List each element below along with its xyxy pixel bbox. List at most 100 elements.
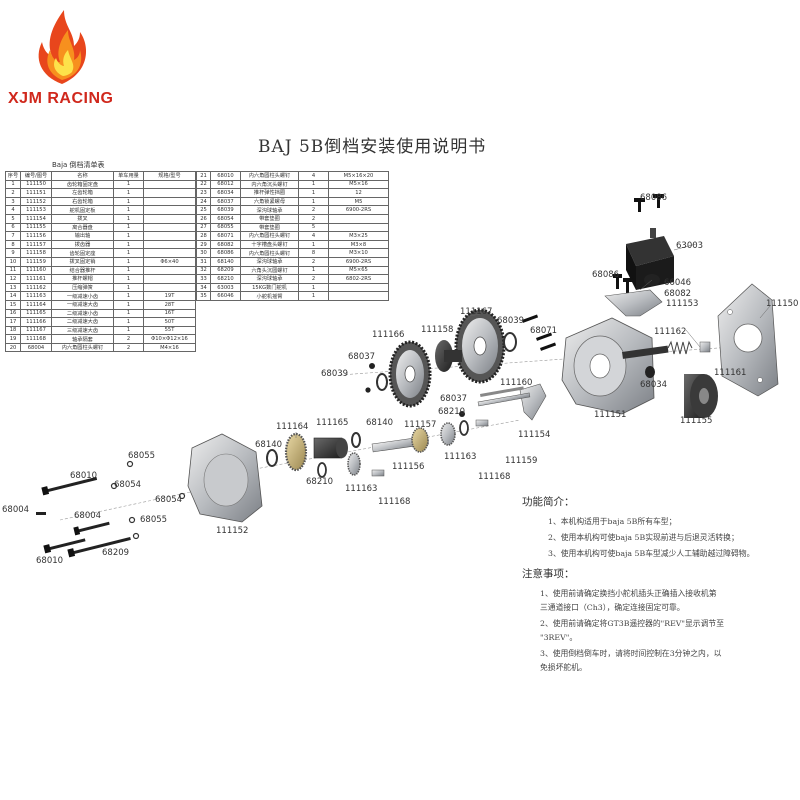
screws-68010 <box>41 476 98 554</box>
parts-table-caption: Baja 倒档清单表 <box>52 161 105 169</box>
gear-111165 <box>313 437 348 459</box>
notes-heading: 注意事项： <box>522 568 575 580</box>
callout-111154: 111154 <box>518 430 551 440</box>
callout-68210: 68210 <box>306 477 334 487</box>
callout-111165: 111165 <box>316 418 349 428</box>
callout-111162: 111162 <box>654 327 687 337</box>
gear-111163 <box>347 422 456 476</box>
shift-fork-111154 <box>519 383 547 421</box>
callout-68086: 68086 <box>640 193 668 203</box>
callout-68054: 68054 <box>114 480 142 490</box>
callout-111152: 111152 <box>216 526 249 536</box>
features-heading: 功能简介： <box>522 496 575 508</box>
gear-holder-111158 <box>435 340 462 372</box>
callout-111151: 111151 <box>594 410 627 420</box>
callout-111168: 111168 <box>478 472 511 482</box>
callout-68082: 68082 <box>664 289 692 299</box>
gear-111166 <box>388 340 432 408</box>
feature-item: 2、使用本机构可使baja 5B实现前进与后退灵活转换； <box>548 533 739 542</box>
callout-68037: 68037 <box>348 352 376 362</box>
note-line: 1、使用前请确定换挡小舵机插头正确插入接收机第 <box>540 589 717 598</box>
callout-111161: 111161 <box>714 368 747 378</box>
servo-plate-111153 <box>604 289 663 317</box>
callout-111156: 111156 <box>392 462 425 472</box>
retaining-ring-68034 <box>645 366 655 378</box>
gearbox-case-111152 <box>187 433 263 523</box>
washers-68055 <box>110 460 186 540</box>
table-cell <box>328 291 389 301</box>
callout-66046: 66046 <box>664 278 692 288</box>
callout-111163: 111163 <box>345 484 378 494</box>
callout-68010: 68010 <box>36 556 64 566</box>
gear-111164 <box>284 432 308 472</box>
callout-68055: 68055 <box>128 451 156 461</box>
spacer-111168 <box>371 419 489 477</box>
callout-111167: 111167 <box>460 307 493 317</box>
callout-68054: 68054 <box>155 495 183 505</box>
callout-111163: 111163 <box>444 452 477 462</box>
bearing-68140 <box>266 432 361 467</box>
pushrod-111160 <box>479 386 524 397</box>
callout-68209: 68209 <box>102 548 130 558</box>
flame-logo-icon <box>38 10 87 84</box>
bearings-68039 <box>376 332 517 391</box>
callout-111158: 111158 <box>421 325 454 335</box>
fork-pin-111159 <box>477 392 531 407</box>
callout-63003: 63003 <box>676 241 704 251</box>
table-cell: M4×16 <box>143 342 196 353</box>
screw-68209 <box>67 537 131 558</box>
note-line: "3REV"。 <box>540 633 578 642</box>
gear-111157 <box>411 427 429 453</box>
callout-111166: 111166 <box>372 330 405 340</box>
callout-111164: 111164 <box>276 422 309 432</box>
callout-68010: 68010 <box>70 471 98 481</box>
bearing-68210 <box>317 420 469 478</box>
gear-111167 <box>454 308 506 384</box>
callout-68086: 68086 <box>592 270 620 280</box>
callout-111150: 111150 <box>766 299 799 309</box>
callout-111153: 111153 <box>666 299 699 309</box>
screws-68004 <box>36 512 110 536</box>
callout-111159: 111159 <box>505 456 538 466</box>
spring-111162 <box>667 340 693 355</box>
callout-68037: 68037 <box>440 394 468 404</box>
callout-68071: 68071 <box>530 326 558 336</box>
callout-111155: 111155 <box>680 416 713 426</box>
note-line: 2、使用前请确定将GT3B遥控器的"REV"显示调节至 <box>540 619 724 628</box>
note-line: 三通道接口（Ch3），确定连接固定可靠。 <box>540 603 685 612</box>
callout-111168: 111168 <box>378 497 411 507</box>
nuts-68037 <box>365 363 465 417</box>
callout-68039: 68039 <box>321 369 349 379</box>
brand-name: XJM RACING <box>8 90 114 107</box>
screws-68071 <box>522 314 557 351</box>
callout-68140: 68140 <box>366 418 394 428</box>
mount-plate-111150 <box>717 283 779 397</box>
note-line: 免损坏舵机。 <box>540 663 587 672</box>
pushrod-nut-111161 <box>699 341 711 353</box>
callout-68004: 68004 <box>2 505 30 515</box>
callout-68034: 68034 <box>640 380 668 390</box>
callout-68055: 68055 <box>140 515 168 525</box>
callout-68039: 68039 <box>497 316 525 326</box>
callout-68140: 68140 <box>255 440 283 450</box>
callout-68210: 68210 <box>438 407 466 417</box>
callout-111157: 111157 <box>404 420 437 430</box>
gearbox-case-111151 <box>561 317 669 415</box>
feature-item: 3、使用本机构可使baja 5B车型减少人工辅助越过障碍物。 <box>548 549 755 558</box>
clutch-drum-111155 <box>684 374 718 418</box>
page-title: BAJ 5B倒档安装使用说明书 <box>258 137 487 157</box>
screws-68086 <box>613 194 664 293</box>
callout-68004: 68004 <box>74 511 102 521</box>
callout-111160: 111160 <box>500 378 533 388</box>
note-line: 3、使用倒档倒车时，请将时间控制在3分钟之内，以 <box>540 649 722 658</box>
feature-item: 1、本机构适用于baja 5B所有车型； <box>548 517 677 526</box>
